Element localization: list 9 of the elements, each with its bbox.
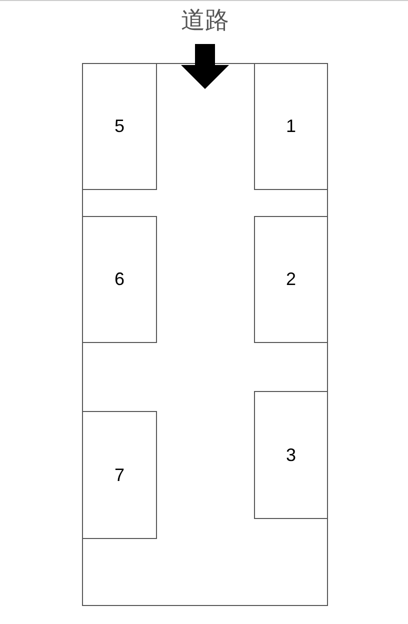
parking-space: 1 — [254, 63, 328, 190]
parking-space: 6 — [82, 216, 157, 343]
lot-outline — [82, 63, 328, 606]
parking-space: 3 — [254, 391, 328, 519]
block-arrow — [181, 44, 229, 89]
parking-space: 5 — [82, 63, 157, 190]
road-label: 道路 — [181, 5, 229, 36]
parking-space: 7 — [82, 411, 157, 539]
parking-space: 2 — [254, 216, 328, 343]
